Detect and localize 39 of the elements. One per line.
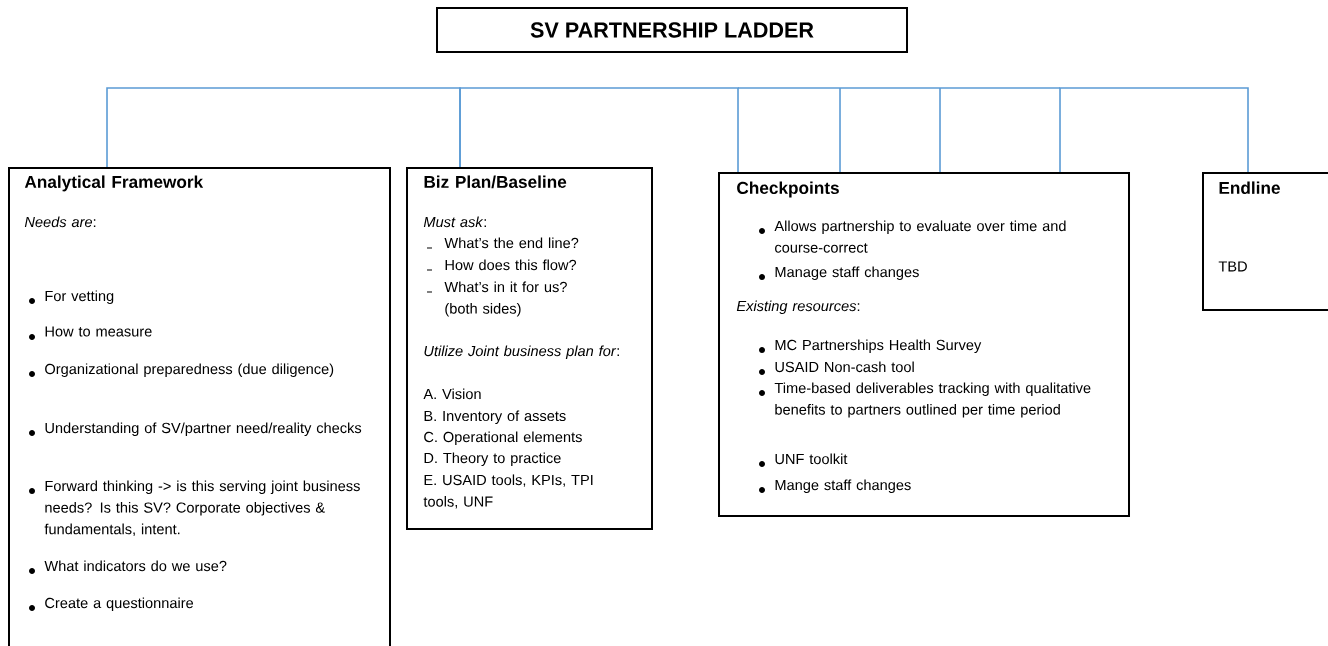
box-heading: Endline <box>1219 181 1280 194</box>
text-line: Must ask: <box>423 216 486 228</box>
bullet-item: Time-based deliverables tracking with qualitative benefits to partners outlined per time period <box>759 382 1091 418</box>
bullet-item: MC Partnerships Health Survey <box>759 339 982 353</box>
list-item: D. Theory to practice <box>424 452 561 466</box>
connector-line <box>459 87 739 173</box>
list-item: B. Inventory of assets <box>424 410 566 424</box>
bullet-item: For vetting <box>29 290 114 304</box>
list-item: What’s the end line? <box>426 237 579 249</box>
column-box <box>406 167 653 530</box>
list-item: How does this flow? <box>426 259 577 271</box>
text-line: Needs are: <box>24 216 96 228</box>
box-heading: Checkpoints <box>737 181 839 198</box>
list-item: E. USAID tools, KPIs, TPI tools, UNF <box>423 474 593 509</box>
text-line: TBD <box>1218 261 1247 272</box>
bullet-item: Understanding of SV/partner need/reality checks <box>29 422 362 436</box>
connector-line <box>106 87 461 168</box>
connector-line <box>1059 87 1249 173</box>
box-heading: Analytical Framework <box>24 175 204 192</box>
bullet-item: Create a questionnaire <box>29 597 194 611</box>
list-item: What’s in it for us? (both sides) <box>426 281 567 317</box>
text-line: Existing resources: <box>736 300 860 314</box>
box-heading: Biz Plan/Baseline <box>424 175 567 189</box>
column-box <box>1202 172 1328 311</box>
text-line: Utilize Joint business plan for: <box>424 345 619 359</box>
bullet-item: How to measure <box>29 326 152 340</box>
list-item: A. Vision <box>423 388 481 400</box>
bullet-item: Forward thinking -> is this serving joint business needs? Is this SV? Corporate objectives & fundamentals, intent. <box>29 480 360 536</box>
bullet-item: USAID Non-cash tool <box>759 361 914 375</box>
bullet-item: Allows partnership to evaluate over time and course-correct <box>759 220 1066 253</box>
bullet-item: What indicators do we use? <box>29 560 227 574</box>
column-box <box>718 172 1130 517</box>
bullet-item: Manage staff changes <box>759 266 919 280</box>
bullet-item: Organizational preparedness (due diligence) <box>29 363 334 377</box>
bullet-item: UNF toolkit <box>759 453 848 467</box>
bullet-item: Mange staff changes <box>759 479 911 493</box>
list-item: C. Operational elements <box>424 431 582 445</box>
column-box <box>8 167 391 646</box>
title-box: SV PARTNERSHIP LADDER <box>436 7 908 53</box>
